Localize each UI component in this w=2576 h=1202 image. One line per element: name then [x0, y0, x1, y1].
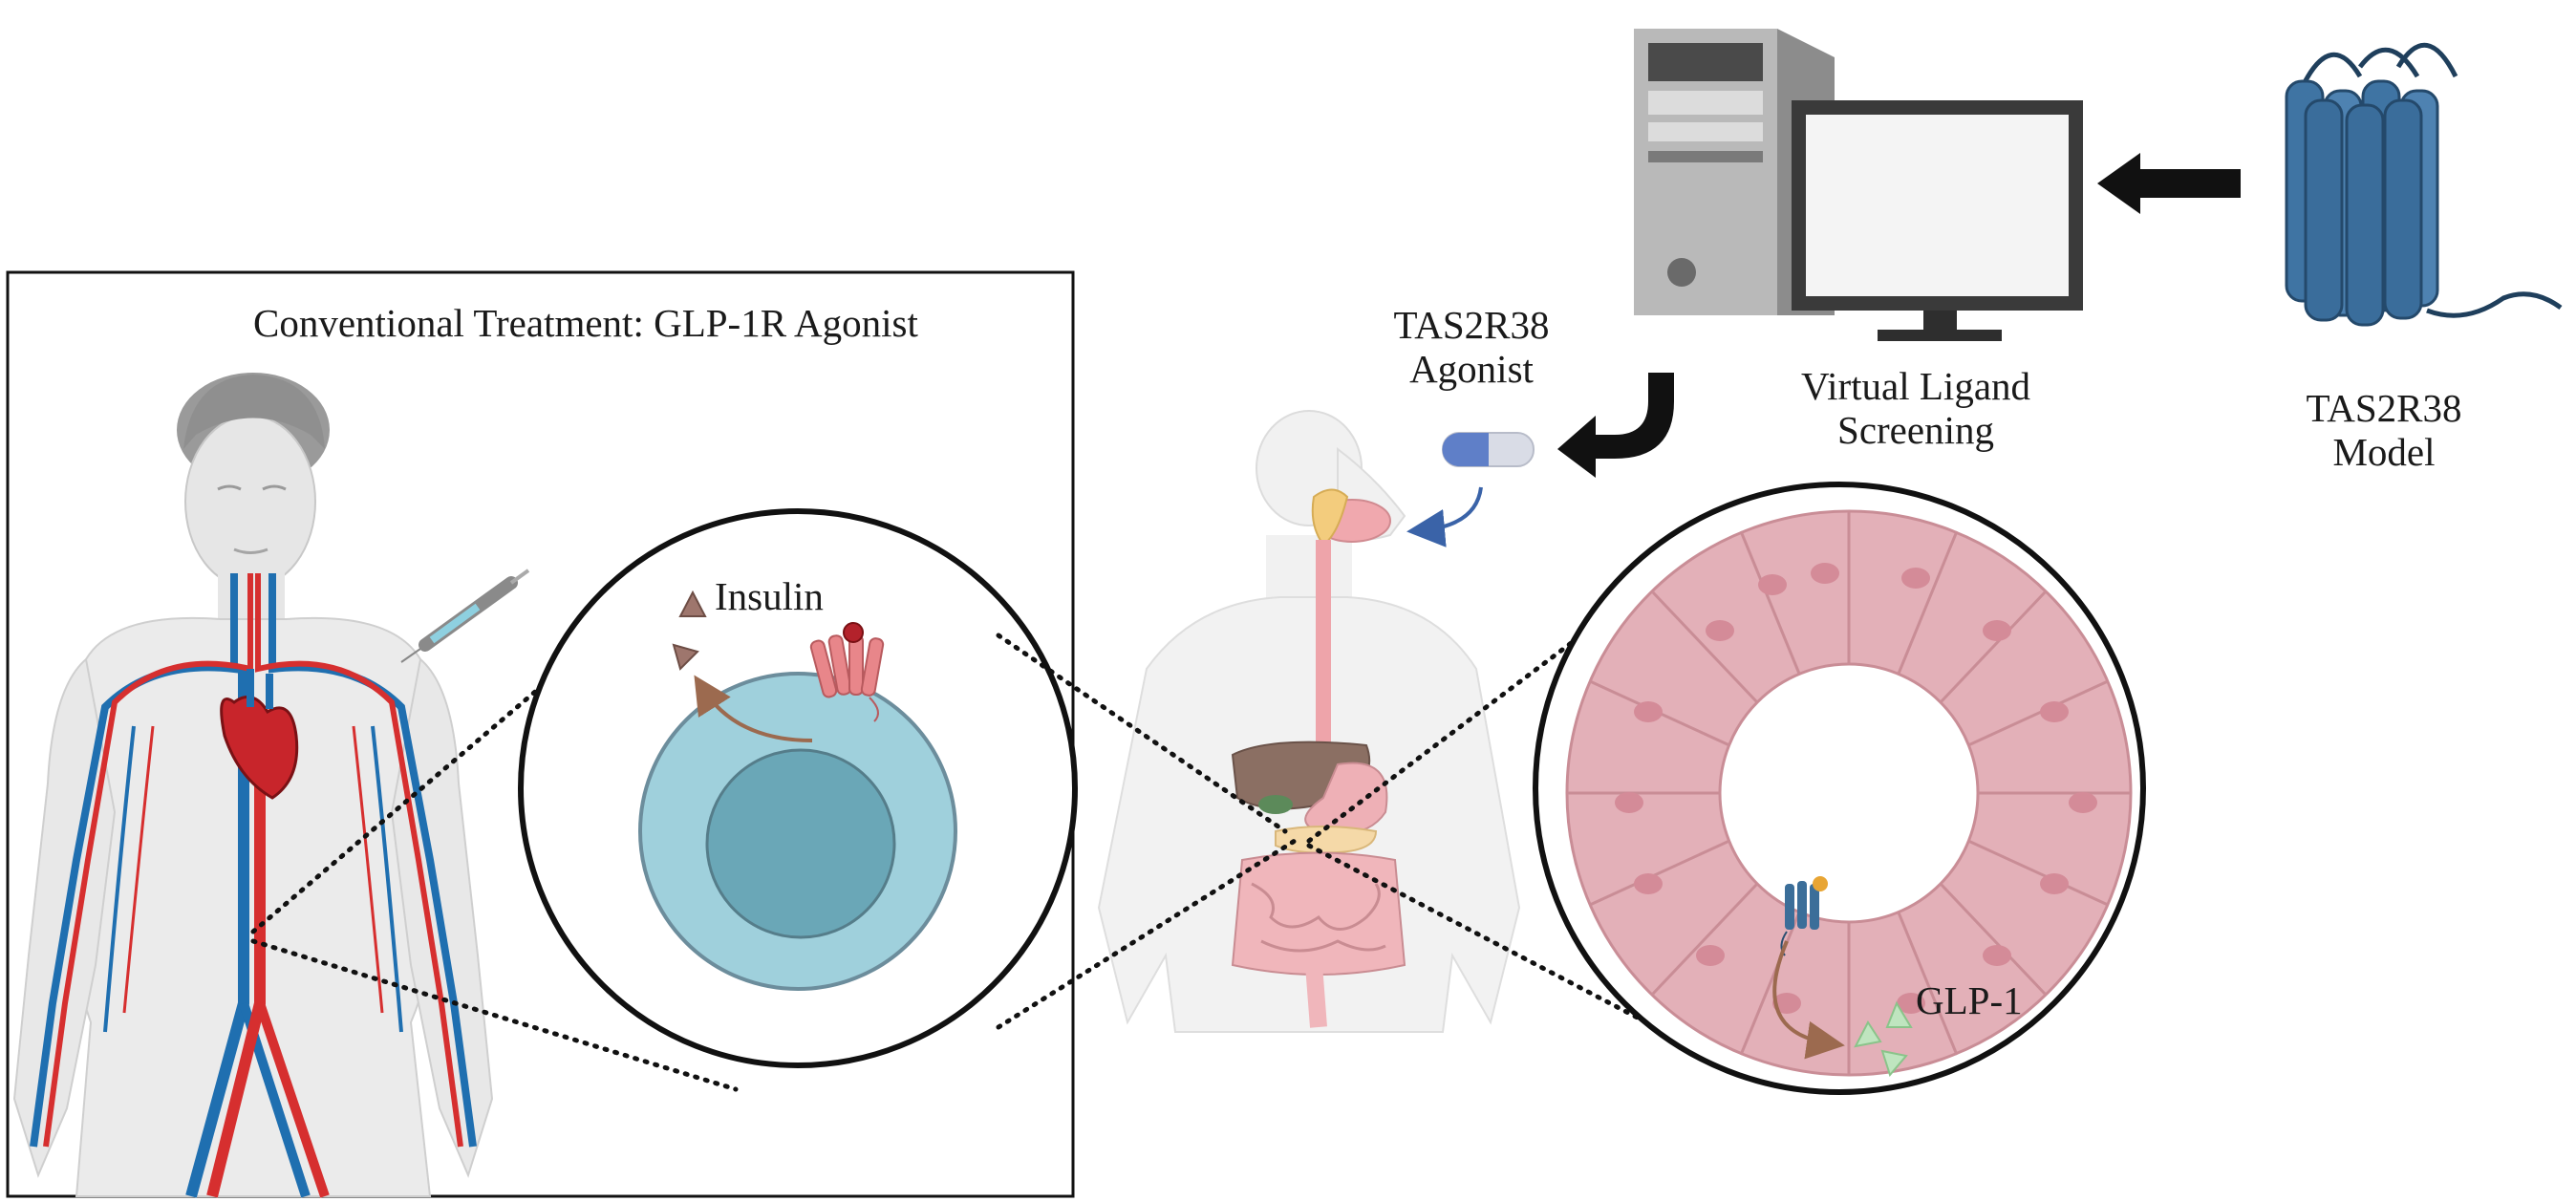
glp1-marker [1880, 1049, 1908, 1078]
tas2r38-receptor-small-icon [1780, 876, 1828, 956]
tas2r38-agonist-label: TAS2R38 Agonist [1357, 303, 1586, 392]
insulin-release-arrow [694, 675, 813, 742]
virtual-ligand-screening-label: Virtual Ligand Screening [1749, 364, 2083, 453]
glp1-marker [1854, 1020, 1882, 1048]
tas2r38-model-icon [2285, 42, 2563, 327]
glp1-label: GLP-1 [1916, 978, 2023, 1022]
beta-cell-nucleus [705, 748, 896, 939]
virtual-ligand-screening-label-line2: Screening [1837, 407, 1994, 452]
pill-to-mouth-arrow [1406, 486, 1483, 547]
tas2r38-model-label-line1: TAS2R38 [2306, 386, 2462, 430]
screening-to-agonist-arrow [1557, 373, 1674, 478]
conventional-panel-frame [6, 270, 1075, 1198]
syringe-icon [400, 569, 530, 663]
zoom-lines-left [250, 656, 739, 1092]
glp1-release-arrow [1772, 940, 1845, 1060]
human-digestive-system-illustration [1097, 410, 1521, 1033]
tas2r38-model-label: TAS2R38 Model [2284, 386, 2484, 475]
model-to-screening-arrow [2097, 153, 2241, 214]
virtual-ligand-screening-label-line1: Virtual Ligand [1800, 364, 2031, 408]
intestinal-epithelium-ring [1565, 509, 2133, 1077]
tas2r38-agonist-label-line2: Agonist [1409, 346, 1534, 391]
insulin-label: Insulin [715, 574, 824, 618]
tas2r38-model-label-line2: Model [2332, 429, 2436, 474]
tas2r38-agonist-label-line1: TAS2R38 [1393, 303, 1550, 347]
computer-tower-icon [1634, 29, 1835, 315]
insulin-marker [678, 590, 707, 617]
human-body-vasculature-illustration [12, 373, 494, 1198]
computer-monitor-icon [1792, 100, 2083, 341]
glp1-marker [1885, 1000, 1913, 1028]
agonist-pill-icon [1442, 432, 1535, 467]
glp1-receptor-icon [809, 622, 885, 722]
insulin-marker [672, 643, 699, 671]
conventional-panel-title: Conventional Treatment: GLP-1R Agonist [253, 301, 918, 345]
